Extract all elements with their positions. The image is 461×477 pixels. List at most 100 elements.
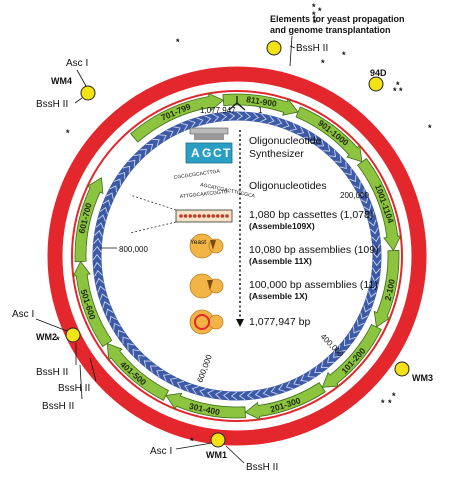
cassette-dot (216, 214, 220, 218)
step-5-sub: (Assemble 1X) (249, 291, 308, 301)
marker-94d (368, 76, 384, 92)
blue-chevron (156, 369, 164, 378)
synth-letter-g: G (202, 146, 211, 160)
blue-chevron (117, 329, 125, 338)
star-mark: * (318, 6, 322, 16)
blue-chevron (173, 126, 181, 135)
yeast-icon-3 (189, 309, 224, 335)
blue-chevron (143, 360, 151, 368)
step-4-sub: (Assemble 11X) (249, 256, 312, 266)
green-segment-601-700 (74, 177, 104, 263)
pos-800000: 800,000 (119, 245, 148, 254)
star-mark: * (342, 50, 346, 60)
blue-chevron (188, 119, 196, 129)
cassette-icon (129, 194, 233, 234)
bssh-label-top: BssH II (296, 43, 328, 54)
blue-chevron (162, 373, 171, 382)
blue-chevron (214, 390, 222, 400)
cassette-dot (202, 214, 206, 218)
star-mark: * (392, 391, 396, 401)
blue-chevron (132, 349, 140, 357)
synthesizer-icon: A G C T (185, 127, 233, 164)
blue-chevron (176, 380, 185, 389)
blue-chevron (92, 253, 102, 261)
step-2-label: Oligonucleotides (249, 180, 327, 192)
blue-chevron (220, 112, 228, 122)
blue-chevron (270, 386, 278, 395)
star-mark: * (381, 398, 385, 408)
yeast-label: Yeast (190, 239, 206, 246)
marker-wm2 (65, 327, 81, 343)
blue-chevron (109, 315, 117, 324)
cassette-dot (197, 214, 202, 218)
yeast-icon-1: Yeast (189, 233, 224, 259)
wm2-label: WM2 (36, 332, 57, 342)
blue-chevron (262, 388, 270, 397)
blue-chevron (278, 383, 286, 393)
blue-chevron (166, 130, 174, 138)
blue-chevron (344, 168, 352, 176)
star-mark: * (66, 128, 70, 138)
step-6-label: 1,077,947 bp (249, 316, 310, 328)
blue-chevron (113, 322, 121, 331)
blue-chevron (139, 148, 147, 156)
blue-chevron (363, 305, 372, 313)
mutation-stars: ***************** (56, 2, 432, 446)
blue-chevron (371, 275, 380, 282)
blue-chevron (368, 219, 377, 227)
blue-chevron (137, 354, 146, 363)
blue-chevron (133, 154, 141, 162)
blue-chevron (293, 377, 301, 386)
blue-arrow-ring (92, 111, 382, 401)
header-title-line2: and genome transplantation (270, 25, 391, 35)
green-segment-901-1000 (295, 106, 363, 163)
blue-chevron (356, 319, 365, 327)
blue-chevron (122, 165, 130, 173)
blue-chevron (372, 251, 382, 259)
blue-chevron (368, 290, 377, 298)
blue-chevron (328, 149, 337, 158)
blue-chevron (282, 120, 290, 129)
cassette-dot (183, 214, 188, 218)
blue-chevron (366, 211, 375, 219)
blue-chevron (360, 312, 369, 320)
blue-chevron (296, 126, 305, 135)
blue-chevron (184, 383, 192, 392)
blue-chevron (365, 297, 375, 306)
blue-chevron (371, 235, 380, 243)
green-segment-201-300 (244, 382, 326, 421)
ascl-label-bottom: Asc I (150, 446, 172, 457)
blue-chevron (95, 222, 105, 230)
cassette-dot (211, 214, 215, 218)
blue-chevron (145, 143, 154, 151)
blue-chevron (348, 332, 357, 341)
star-mark: * (312, 10, 316, 20)
cassette-dot (206, 214, 211, 218)
svg-text:ATTGGCAATCGGTG: ATTGGCAATCGGTG (180, 189, 229, 200)
blue-chevron (117, 171, 126, 180)
star-mark: * (176, 37, 180, 47)
header-title-line1: Elements for yeast propagation (270, 14, 405, 24)
blue-chevron (95, 277, 105, 285)
blue-chevron (275, 117, 283, 126)
segment-label: 701-799 (160, 101, 193, 123)
blue-chevron (323, 144, 331, 152)
origin-start-label: 1 (258, 106, 263, 115)
segment-label: 811-900 (246, 94, 278, 109)
blue-chevron (109, 185, 118, 193)
blue-ring-base (92, 111, 382, 401)
blue-chevron (363, 203, 372, 211)
blue-chevron (105, 192, 114, 200)
blue-chevron (222, 391, 230, 401)
bssh-label-left: BssH II (36, 367, 68, 378)
blue-chevron (102, 199, 111, 207)
blue-chevron (369, 227, 379, 235)
star-mark: * (313, 18, 317, 28)
step-5-label: 100,000 bp assemblies (11) (249, 279, 378, 291)
star-mark: * (428, 123, 432, 133)
blue-chevron (238, 391, 246, 401)
blue-chevron (300, 374, 308, 382)
green-segment-1001-1104 (357, 157, 402, 252)
segment-label: 201-300 (269, 395, 302, 414)
